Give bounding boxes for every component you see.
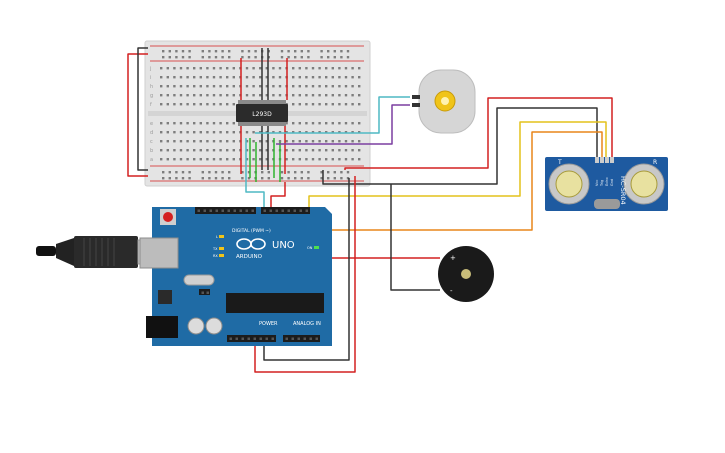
wire-cyan-motor[interactable] [255, 96, 410, 134]
sensor-letter-t: T [557, 159, 562, 166]
sensor-pin-label: Vcc [595, 180, 599, 186]
led-on-label: ON [307, 246, 313, 250]
analog-header[interactable] [283, 335, 320, 342]
arduino-brand: ARDUINO [236, 254, 263, 260]
ultrasonic-sensor[interactable]: T R Vcc Trig Echo Gnd HC-SR04 [545, 157, 668, 211]
breadboard-row-labels: j i h g f e d c b a [149, 66, 153, 163]
led-tx-label: TX [212, 247, 218, 251]
row-label: b [150, 148, 153, 154]
sensor-letter-r: R [653, 159, 657, 166]
row-label: e [150, 121, 153, 127]
piezo-buzzer[interactable]: + - [438, 246, 494, 302]
led-rx-label: RX [213, 254, 218, 258]
wire-black-gnd[interactable] [263, 178, 350, 361]
arduino-model: UNO [272, 240, 295, 251]
wire-red-arduino[interactable] [270, 182, 286, 212]
analog-label: ANALOG IN [293, 321, 321, 327]
sensor-pin-label: Trig [600, 180, 604, 187]
digital-label: DIGITAL (PWM ~) [232, 228, 271, 234]
wire-black-buzzer[interactable] [390, 184, 440, 291]
sensor-pin-label: Gnd [610, 179, 614, 186]
l293d-chip[interactable]: L293D [236, 100, 288, 126]
row-label: h [150, 84, 153, 90]
icsp-header [199, 289, 210, 295]
buzzer-plus-label: + [450, 254, 456, 262]
arduino-logo-icon [236, 238, 266, 250]
digital-header[interactable] [195, 207, 310, 214]
reset-button[interactable] [163, 212, 173, 222]
breadboard[interactable]: j i h g f e d c b a L293D [144, 40, 371, 187]
wire-purple-motor[interactable] [276, 104, 410, 145]
power-label: POWER [259, 321, 278, 327]
row-label: g [150, 93, 153, 99]
arduino-uno[interactable]: ARDUINO UNO DIGITAL (PWM ~) POWER ANALOG… [139, 207, 332, 346]
row-label: c [150, 139, 153, 145]
buzzer-minus-label: - [450, 287, 453, 295]
wire-black-rail-loop[interactable] [137, 47, 148, 171]
power-header[interactable] [227, 335, 276, 342]
row-label: d [150, 130, 153, 136]
breadboard-holes [160, 50, 361, 180]
sensor-pin-label: Echo [605, 178, 609, 187]
row-label: a [150, 157, 153, 163]
row-label: i [150, 75, 151, 81]
wire-black-sensor-gnd[interactable] [322, 107, 598, 185]
wire-yellow-trig[interactable] [308, 121, 607, 212]
sensor-pins [595, 157, 614, 163]
wire-red-sensor-vcc[interactable] [344, 97, 613, 170]
wire-red-5v[interactable] [254, 176, 356, 373]
row-label: f [150, 102, 152, 108]
sensor-model-label: HC-SR04 [619, 176, 627, 205]
chip-label: L293D [252, 111, 272, 118]
led-l-label: L [216, 235, 218, 239]
wire-cyan-arduino[interactable] [245, 138, 265, 212]
dc-motor[interactable] [412, 69, 476, 134]
row-label: j [149, 66, 151, 72]
